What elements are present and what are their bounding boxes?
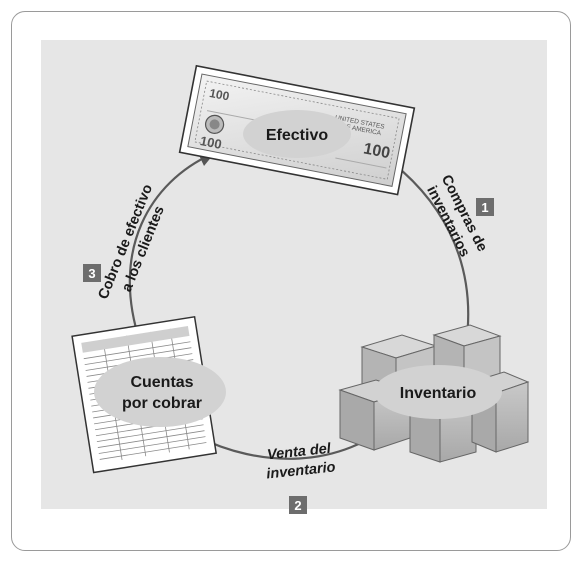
inventory-label-ellipse	[374, 365, 502, 419]
banknote-value-top-left: 100	[208, 86, 231, 104]
banknote-value-bottom-left: 100	[199, 133, 223, 152]
sale-step-badge: 2	[289, 496, 307, 514]
cash-label-ellipse	[243, 110, 351, 158]
svg-text:2: 2	[294, 498, 301, 513]
svg-text:Venta del: Venta del	[266, 441, 332, 464]
inventory-label: Inventario	[400, 385, 477, 402]
svg-text:1: 1	[481, 200, 488, 215]
sale-label: Venta del inventario	[266, 441, 337, 483]
purchases-label: Compras de inventarios	[423, 172, 490, 259]
collection-step-badge: 3	[83, 264, 101, 282]
collection-arrow	[128, 152, 215, 343]
purchases-step-badge: 1	[476, 198, 494, 216]
svg-text:100: 100	[208, 86, 231, 104]
cash-label: Efectivo	[266, 127, 328, 144]
svg-text:inventario: inventario	[266, 459, 337, 482]
banknote-value-right: 100	[362, 140, 392, 162]
receivables-label-ellipse	[94, 357, 226, 427]
receivables-label-line1: Cuentas	[130, 374, 193, 391]
receivables-label-line2: por cobrar	[122, 395, 202, 412]
svg-text:3: 3	[88, 266, 95, 281]
